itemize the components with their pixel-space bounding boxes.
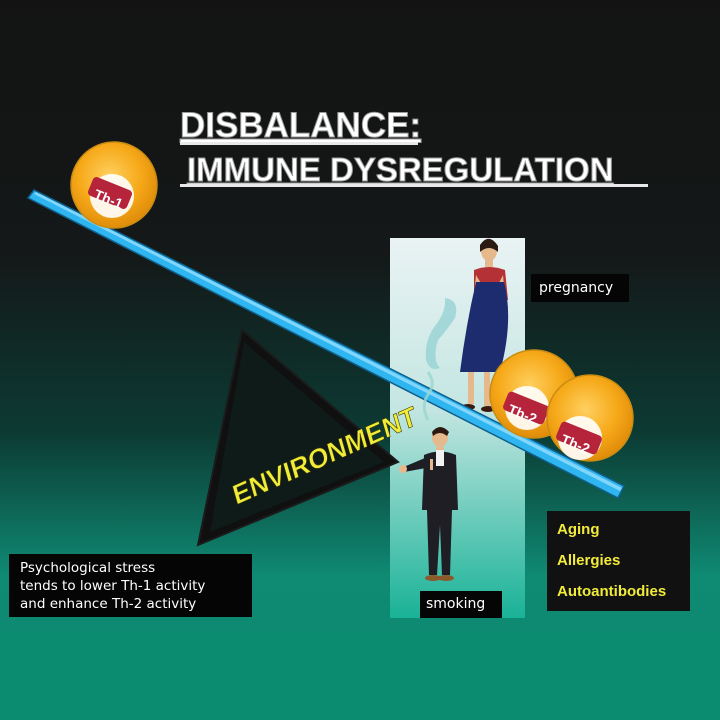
factor-list: Aging Allergies Autoantibodies [547,511,690,611]
pregnancy-label: pregnancy [531,274,629,302]
factor-item-aging: Aging [557,521,600,538]
stress-note-line-1: Psychological stress [20,560,156,576]
stress-note: Psychological stress tends to lower Th-1… [9,554,252,617]
factor-item-allergies: Allergies [557,552,621,569]
smoke-wisp [422,371,434,421]
factor-item-autoantibodies: Autoantibodies [557,583,667,600]
title-underline-1 [180,142,418,145]
title-line-2: IMMUNE DYSREGULATION [187,151,614,188]
shadow-silhouette [425,298,457,369]
title-underline-2 [180,184,648,187]
floor [0,632,720,720]
fulcrum-triangle-highlight [210,342,384,532]
th2-ball-b: Th-2 [546,374,634,462]
stress-note-line-2: tends to lower Th-1 activity [20,578,206,594]
stress-note-line-3: and enhance Th-2 activity [20,596,197,612]
title-line-1: DISBALANCE: [180,106,421,145]
th1-ball: Th-1 [70,141,158,229]
balance-beam-shine [34,192,622,491]
smoking-man-figure [399,427,458,581]
pregnant-woman-figure [460,238,509,412]
balance-beam [26,189,626,500]
smoking-label: smoking [420,591,502,618]
